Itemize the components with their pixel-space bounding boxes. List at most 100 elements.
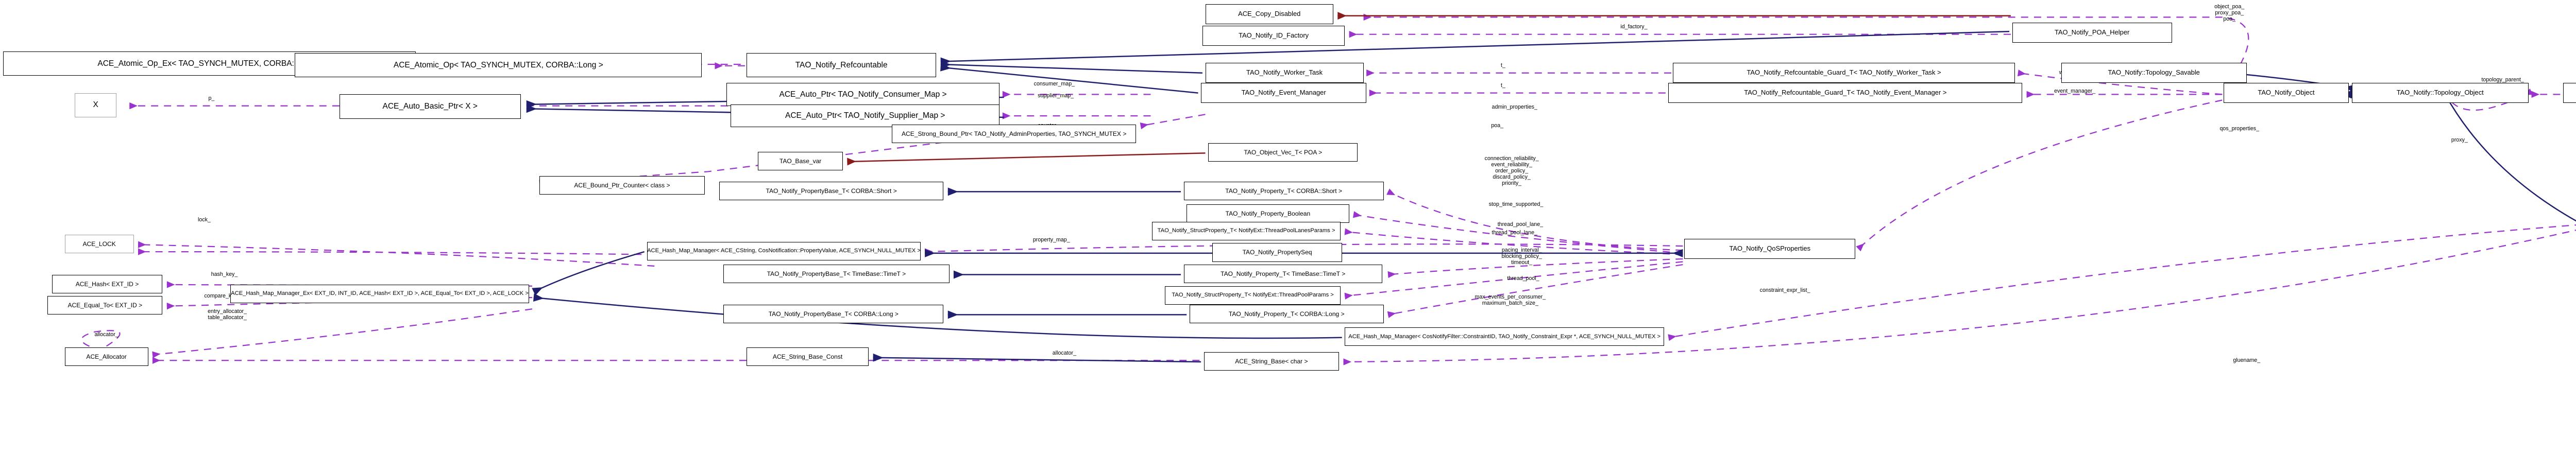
class-node-label: TAO_Notify_QoSProperties <box>1729 244 1811 253</box>
class-node-n28[interactable]: TAO_Notify_Property_T< TimeBase::TimeT > <box>1183 265 1382 284</box>
class-node-label: TAO_Notify_PropertyBase_T< CORBA::Short … <box>766 187 897 195</box>
class-node-n05[interactable]: TAO_Notify_Refcountable <box>746 53 937 78</box>
class-node-n11[interactable]: TAO_Notify_PropertyBase_T< CORBA::Short … <box>719 181 944 200</box>
class-node-label: ACE_Hash_Map_Manager< CosNotifyFilter::C… <box>1348 333 1661 340</box>
edge-label-l28: max_events_per_consumer_maximum_batch_si… <box>1443 294 1578 307</box>
class-node-n03[interactable]: ACE_Atomic_Op< TAO_SYNCH_MUTEX, CORBA::L… <box>295 53 702 78</box>
class-node-n02[interactable]: X <box>75 93 117 117</box>
class-node-n20[interactable]: ACE_String_Base_Const <box>746 347 869 366</box>
class-node-label: TAO_Notify_Refcountable_Guard_T< TAO_Not… <box>1744 89 1947 97</box>
class-node-n12[interactable]: ACE_LOCK <box>64 234 134 253</box>
edge-inh-refc1 <box>940 60 1202 74</box>
class-node-n08[interactable]: ACE_Strong_Bound_Ptr< TAO_Notify_AdminPr… <box>891 124 1137 143</box>
edge-label-line: priority_ <box>1502 180 1522 186</box>
class-node-n23[interactable]: TAO_Object_Vec_T< POA > <box>1208 143 1358 162</box>
class-node-label: TAO_Notify_ID_Factory <box>1239 31 1309 39</box>
edge-label-line: t_ <box>1500 62 1505 69</box>
edge-label-line: constraint_expr_list_ <box>1759 287 1810 293</box>
edge-label-l34: gluename_ <box>2218 357 2276 364</box>
class-node-n31[interactable]: ACE_Hash_Map_Manager< CosNotifyFilter::C… <box>1345 327 1665 346</box>
class-node-label: TAO_Notify::Topology_Savable <box>2108 68 2200 77</box>
class-node-n17[interactable]: ACE_Hash_Map_Manager< ACE_CString, CosNo… <box>647 241 921 260</box>
edge-label-line: admin_properties_ <box>1492 103 1537 110</box>
class-node-n35[interactable]: TAO_Notify_QoSProperties <box>1684 239 1856 259</box>
edge-label-line: table_allocator_ <box>208 314 247 321</box>
edge-label-line: supplier_map_ <box>1038 92 1074 99</box>
edge-qos-properties <box>1856 99 2223 252</box>
class-node-label: TAO_Notify_StructProperty_T< NotifyExt::… <box>1157 228 1335 234</box>
class-node-n27[interactable]: TAO_Notify_PropertySeq <box>1212 243 1342 262</box>
class-node-label: TAO_Notify_Property_T< TimeBase::TimeT > <box>1221 270 1346 278</box>
edge-label-line: timeout_ <box>1511 259 1533 266</box>
class-node-n25[interactable]: TAO_Notify_Property_Boolean <box>1187 204 1349 223</box>
edge-label-l22: proxy_ <box>2441 137 2479 144</box>
class-node-n38[interactable]: TAO_Notify_Refcountable_Guard_T< TAO_Not… <box>1668 83 2023 103</box>
class-node-label: TAO_Notify::Topology_Object <box>2396 89 2484 97</box>
class-node-n09[interactable]: TAO_Base_var <box>758 151 843 170</box>
edge-label-l18: object_poa_proxy_poa_poa_ <box>2196 4 2262 23</box>
class-node-n26[interactable]: TAO_Notify_StructProperty_T< NotifyExt::… <box>1152 221 1341 240</box>
edge-label-line: id_factory_ <box>1620 24 1648 30</box>
edge-label-l30: property_map_ <box>1014 237 1089 243</box>
class-node-n15[interactable]: ACE_Allocator <box>64 347 148 366</box>
class-node-label: TAO_Notify_Event_Manager <box>1241 89 1326 97</box>
edge-label-line: p_ <box>208 95 215 102</box>
edge-label-line: allocator_ <box>1052 349 1077 356</box>
class-node-n04[interactable]: ACE_Auto_Basic_Ptr< X > <box>339 94 521 119</box>
class-node-n36[interactable]: TAO_Notify_POA_Helper <box>2012 23 2172 43</box>
edge-label-l19: admin_properties_ <box>1470 104 1559 111</box>
edge-inh-hashmap1 <box>532 251 645 296</box>
class-node-n13[interactable]: ACE_Hash< EXT_ID > <box>52 274 163 293</box>
class-node-label: TAO_Notify_Property_T< CORBA::Short > <box>1225 187 1343 195</box>
edge-label-line: gluename_ <box>2233 357 2261 363</box>
edge-lock-1 <box>138 241 655 267</box>
class-node-n37[interactable]: TAO_Notify_Refcountable_Guard_T< TAO_Not… <box>1672 63 2015 83</box>
class-node-n29[interactable]: TAO_Notify_StructProperty_T< NotifyExt::… <box>1165 286 1341 305</box>
class-node-n14[interactable]: ACE_Equal_To< EXT_ID > <box>47 296 163 315</box>
class-node-n41[interactable]: TAO_Notify::Topology_Object <box>2351 83 2529 103</box>
edge-label-l31: thread_pool_lane_ <box>1470 230 1559 236</box>
class-node-n18[interactable]: TAO_Notify_PropertyBase_T< TimeBase::Tim… <box>723 265 950 284</box>
class-node-n06[interactable]: ACE_Auto_Ptr< TAO_Notify_Consumer_Map > <box>726 83 1000 106</box>
class-node-label: ACE_Auto_Ptr< TAO_Notify_Supplier_Map > <box>785 111 945 120</box>
class-node-label: ACE_Hash< EXT_ID > <box>75 280 139 288</box>
class-node-label: ACE_Atomic_Op_Ex< TAO_SYNCH_MUTEX, CORBA… <box>97 59 321 68</box>
class-node-n33[interactable]: ACE_Copy_Disabled <box>1205 4 1333 25</box>
class-node-n39[interactable]: TAO_Notify::Topology_Savable <box>2061 63 2247 83</box>
class-node-n40[interactable]: TAO_Notify_Object <box>2224 83 2349 103</box>
class-node-n32[interactable]: ACE_String_Base< char > <box>1204 352 1340 371</box>
class-node-label: TAO_Base_var <box>779 157 822 165</box>
class-node-label: ACE_Hash_Map_Manager< ACE_CString, CosNo… <box>647 248 921 254</box>
edge-tmpl-base-var <box>847 152 1206 166</box>
class-node-n10[interactable]: ACE_Bound_Ptr_Counter< class > <box>539 176 705 195</box>
class-node-n22[interactable]: TAO_Notify_Event_Manager <box>1201 83 1367 103</box>
class-node-n34[interactable]: TAO_Notify_ID_Factory <box>1202 26 1345 46</box>
edge-label-line: property_map_ <box>1032 237 1070 243</box>
edge-label-line: blocking_policy_ <box>1501 253 1542 259</box>
edge-label-line: object_poa_ <box>2214 4 2245 10</box>
class-node-n16[interactable]: ACE_Hash_Map_Manager_Ex< EXT_ID, INT_ID,… <box>230 284 530 304</box>
class-node-label: ACE_Copy_Disabled <box>1238 10 1301 18</box>
edge-label-l27: thread_pool_ <box>1490 275 1556 282</box>
class-node-n42[interactable]: TAO_Notify::Topology_Parent <box>2563 83 2576 103</box>
edge-label-l25: thread_pool_lane_ <box>1476 221 1565 228</box>
class-node-n30[interactable]: TAO_Notify_Property_T< CORBA::Long > <box>1189 304 1384 323</box>
edge-label-l05: consumer_map_ <box>1017 81 1092 88</box>
edge-label-line: hash_key_ <box>211 271 238 277</box>
edge-label-line: proxy_poa_ <box>2215 10 2244 16</box>
edge-label-line: topology_parent_ <box>2481 77 2524 83</box>
edge-label-line: event_reliability_ <box>1491 161 1532 168</box>
class-node-n19[interactable]: TAO_Notify_PropertyBase_T< CORBA::Long > <box>723 304 944 323</box>
edge-label-line: qos_properties_ <box>2219 125 2260 132</box>
class-node-n24[interactable]: TAO_Notify_Property_T< CORBA::Short > <box>1183 181 1384 200</box>
edge-label-l07: lock_ <box>189 217 220 223</box>
class-node-label: TAO_Notify_StructProperty_T< NotifyExt::… <box>1172 292 1334 299</box>
edge-lock-2 <box>138 248 655 255</box>
class-node-label: TAO_Notify_Refcountable <box>795 60 888 69</box>
class-node-n07[interactable]: ACE_Auto_Ptr< TAO_Notify_Supplier_Map > <box>731 104 1000 128</box>
edge-label-line: poa_ <box>2223 16 2236 23</box>
class-node-n21[interactable]: TAO_Notify_Worker_Task <box>1205 63 1364 83</box>
edge-inh-etcl <box>2441 92 2576 222</box>
edge-label-line: order_policy_ <box>1495 167 1529 174</box>
